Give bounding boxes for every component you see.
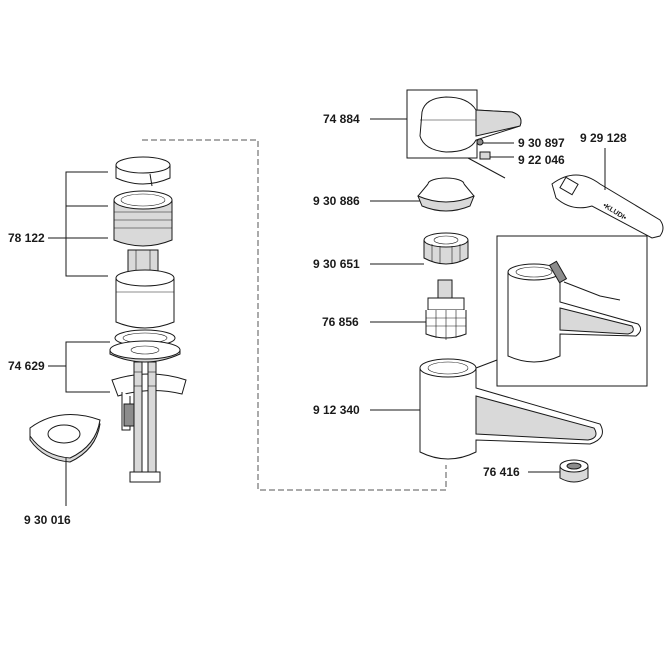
threaded-ring-part [423,232,469,265]
base-gasket-part [29,414,101,463]
part-label-76856: 76 856 [322,315,359,329]
part-label-929128: 9 29 128 [580,131,627,145]
bracket-74629 [65,341,110,393]
cartridge-part [425,279,467,340]
oring-washer-part [109,329,181,363]
wrench-tool-part: •KLUDI• [551,174,664,239]
faucet-body-part [419,358,603,460]
part-label-922046: 9 22 046 [518,153,565,167]
part-label-78122: 78 122 [8,231,45,245]
part-label-74629: 74 629 [8,359,45,373]
part-label-930886: 9 30 886 [313,194,360,208]
part-label-930016: 9 30 016 [24,513,71,527]
mounting-set-part [111,361,187,483]
part-label-930651: 9 30 651 [313,257,360,271]
part-label-912340: 9 12 340 [313,403,360,417]
cover-cap-part [417,177,475,212]
bracket-78122 [65,171,108,277]
screw-part [476,138,491,160]
split-ring-part [115,156,171,187]
part-label-76416: 76 416 [483,465,520,479]
cartridge-housing-part [115,249,175,329]
handle-lever-part [406,89,522,179]
part-label-74884: 74 884 [323,112,360,126]
threaded-bushing-part [113,190,173,247]
detail-inset [475,235,648,387]
part-label-930897: 9 30 897 [518,136,565,150]
aerator-part [559,459,589,483]
assembly-dashed-line [142,139,447,491]
